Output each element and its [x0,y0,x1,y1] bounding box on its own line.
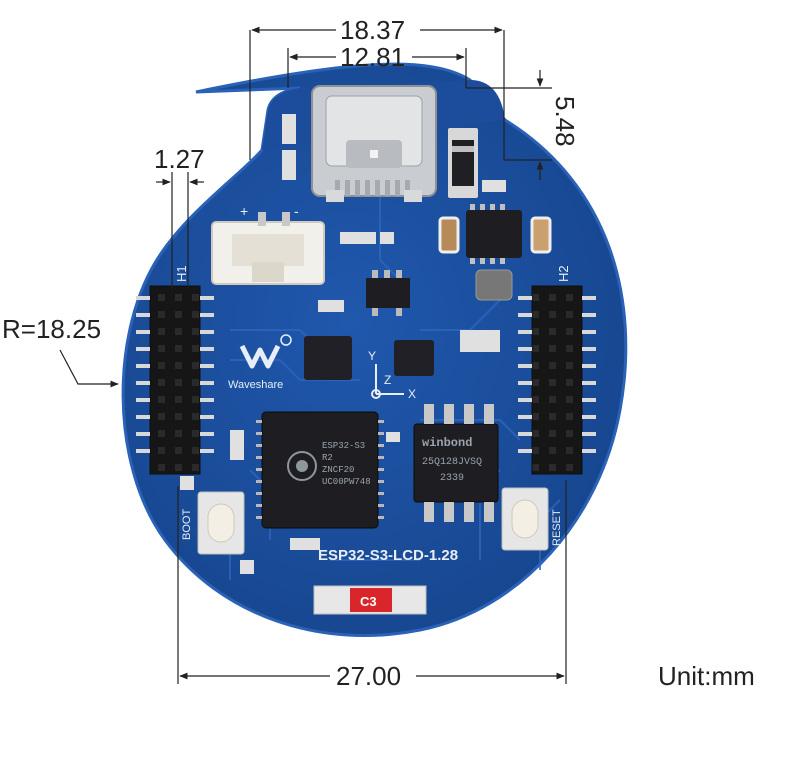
dim-top-inner: 12.81 [287,42,467,88]
flash-chip: winbond 25Q128JVSQ 2339 [413,404,499,522]
dim-pin-pitch: 1.27 [154,144,205,288]
dim-usb-height: 5.48 [466,70,580,180]
header-h2: H2 [518,265,596,475]
axis-y-label: Y [368,349,376,363]
header-h2-label: H2 [556,265,571,282]
battery-connector: + - [211,203,325,285]
dim-top-outer: 18.37 [249,15,505,160]
regulator-ic [366,270,410,316]
mcu-line-4: UC00PW748 [322,477,371,487]
battery-minus-label: - [294,203,299,219]
mcu-esp32-s3: ESP32-S3 R2 ZNCF20 UC00PW748 [256,411,384,529]
passive-components [180,114,506,574]
reset-label: RESET [551,509,563,546]
dim-radius: R=18.25 [2,314,119,388]
waveshare-logo: Waveshare [228,334,292,391]
dim-radius-label: R=18.25 [2,314,101,344]
diode [448,128,478,198]
dim-usb-height-label: 5.48 [550,96,580,147]
flash-line-2: 2339 [440,473,464,484]
dim-top-outer-label: 18.37 [340,15,405,45]
axis-x-label: X [408,387,416,401]
header-h1: H1 [136,265,214,475]
mcu-line-3: ZNCF20 [322,465,354,475]
imu-axis-marker [371,364,404,399]
dim-top-inner-label: 12.81 [340,42,405,72]
battery-plus-label: + [240,203,248,219]
boot-button[interactable]: BOOT [181,491,245,555]
flash-brand: winbond [422,436,472,450]
dim-width: 27.00 [177,480,567,691]
usb-c-connector [311,85,437,202]
dim-width-label: 27.00 [336,661,401,691]
capacitors-top [438,216,552,301]
power-ic [466,204,522,264]
brand-label: Waveshare [228,379,283,391]
mcu-line-2: R2 [322,453,333,463]
cap-c3: C3 [313,585,427,615]
touch-ic [304,336,352,380]
dim-pin-pitch-label: 1.27 [154,144,205,174]
boot-label: BOOT [181,509,193,540]
imu-ic [394,340,434,376]
header-h1-label: H1 [174,265,189,282]
flash-line-1: 25Q128JVSQ [422,457,482,468]
mcu-line-1: ESP32-S3 [322,441,365,451]
reset-button[interactable]: RESET [501,487,563,551]
cap-c3-label: C3 [360,594,377,609]
axis-z-label: Z [384,373,391,387]
board-name-label: ESP32-S3-LCD-1.28 [318,547,458,564]
unit-label: Unit:mm [658,661,755,691]
